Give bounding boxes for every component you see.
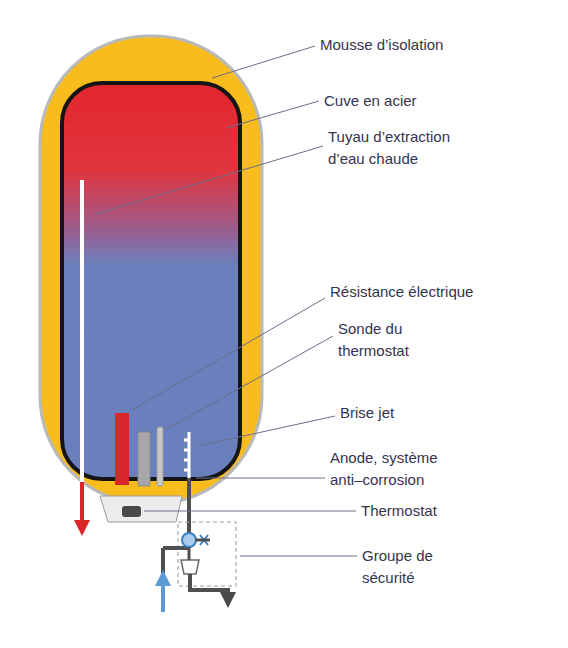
heating-element: [115, 413, 129, 485]
leader-line: [96, 146, 323, 214]
leader-line: [226, 101, 319, 128]
part-label: Tuyau d’extraction d’eau chaude: [328, 126, 478, 170]
leader-line: [165, 336, 333, 430]
jet-breaker: [184, 432, 189, 478]
insulation-foam: [40, 36, 262, 504]
cold-feed-pipe: [161, 548, 165, 574]
anode: [138, 432, 150, 486]
hot-water-outlet: [80, 482, 84, 528]
part-label: Résistance électrique: [330, 281, 473, 303]
leader-line: [198, 416, 335, 446]
thermostat-housing: [100, 496, 182, 522]
leader-line: [132, 298, 325, 410]
part-label: Brise jet: [340, 402, 394, 424]
drain-outlet-pipe: [190, 574, 228, 600]
drain-funnel: [181, 560, 199, 574]
cold-water-inlet-arrow: [161, 578, 165, 612]
drain-pipe: [188, 547, 191, 560]
leader-line: [196, 478, 325, 479]
safety-valve: [182, 533, 196, 547]
leader-line: [144, 511, 356, 512]
leader-line: [212, 46, 315, 78]
part-label: Sonde du thermostat: [338, 318, 443, 362]
valve-pipe: [195, 539, 210, 542]
part-label: Anode, système anti–corrosion: [330, 447, 470, 491]
leader-line: [240, 556, 357, 557]
leader-lines: [96, 46, 357, 556]
security-group-frame: [178, 522, 236, 586]
thermostat: [122, 506, 141, 517]
thermostat-probe: [157, 427, 163, 486]
steel-tank: [62, 83, 240, 479]
part-label: Groupe de sécurité: [362, 545, 467, 589]
hot-water-pipe: [80, 180, 84, 482]
part-label: Thermostat: [361, 500, 437, 522]
cold-inlet-pipe: [187, 478, 191, 540]
part-label: Mousse d’isolation: [320, 34, 443, 56]
part-label: Cuve en acier: [324, 90, 417, 112]
